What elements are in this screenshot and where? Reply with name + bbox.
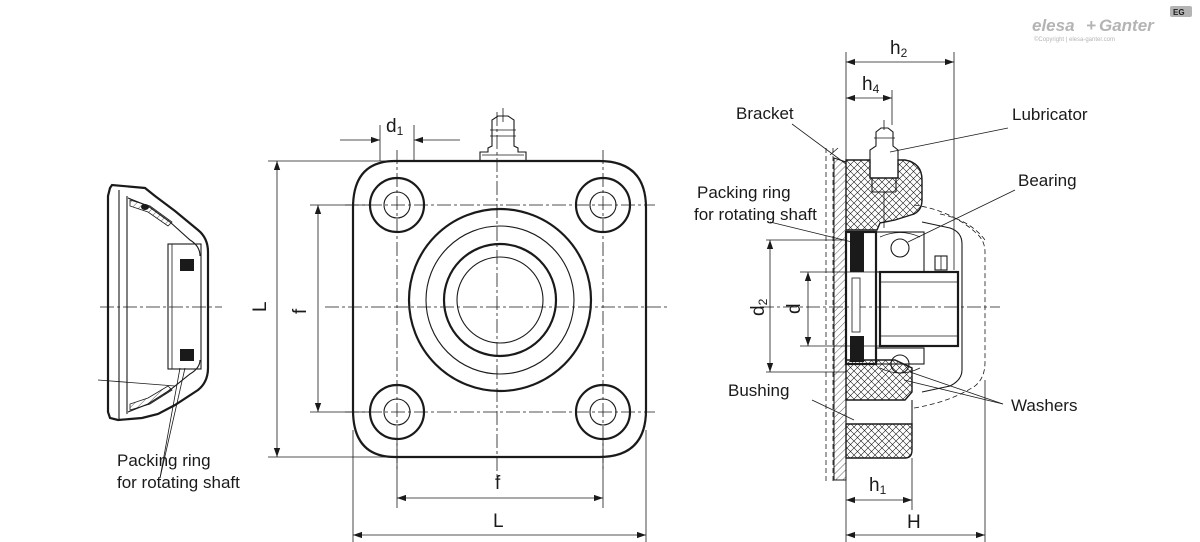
- dim-h2-label: h2: [890, 38, 908, 60]
- dim-h4-label: h4: [862, 74, 880, 96]
- left-packing-ring-label-line2: for rotating shaft: [117, 473, 240, 492]
- dim-L-horizontal-label: L: [493, 511, 504, 532]
- dim-d-label: d: [784, 303, 805, 314]
- logo-badge-icon: [1170, 6, 1192, 17]
- dim-d2-label: d2: [748, 298, 770, 316]
- bearing-label: Bearing: [1018, 171, 1077, 190]
- dim-L-vertical-label: L: [250, 301, 271, 312]
- logo-copyright: ©Copyright | elesa-ganter.com: [1034, 36, 1115, 43]
- logo-brand-plus: +: [1086, 16, 1096, 35]
- dim-f-vertical-label: f: [290, 308, 311, 314]
- lubricator-label: Lubricator: [1012, 105, 1088, 124]
- left-side-view: [97, 183, 222, 479]
- packing-ring-label-line1: Packing ring: [697, 183, 791, 202]
- dim-d1-label: d1: [386, 116, 404, 138]
- logo-brand-right: Ganter: [1099, 16, 1155, 35]
- brand-logo: elesa + Ganter EG ©Copyright | elesa-gan…: [1032, 6, 1192, 43]
- front-view: [268, 108, 668, 542]
- left-packing-ring-label-line1: Packing ring: [117, 451, 211, 470]
- dim-h1-label: h1: [869, 475, 887, 497]
- washers-label: Washers: [1011, 396, 1077, 415]
- section-view: [760, 52, 1016, 542]
- dim-f-horizontal-label: f: [495, 473, 501, 494]
- bracket-label: Bracket: [736, 104, 794, 123]
- bushing-label: Bushing: [728, 381, 789, 400]
- packing-ring-label-line2: for rotating shaft: [694, 205, 817, 224]
- logo-brand-left: elesa: [1032, 16, 1075, 35]
- dim-H-label: H: [907, 512, 921, 533]
- logo-badge: EG: [1173, 8, 1185, 17]
